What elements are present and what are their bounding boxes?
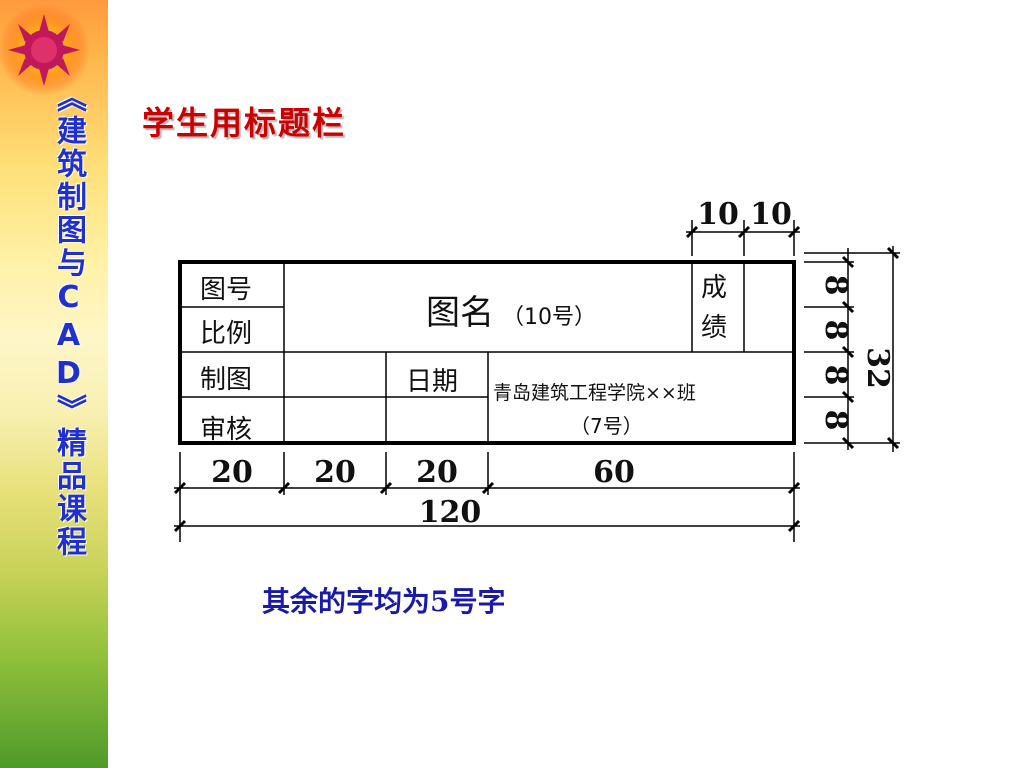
drawing-name-label: 图名 xyxy=(426,293,494,333)
dim-right-3: 8 xyxy=(818,365,853,386)
title-block-diagram: 图号 比例 制图 审核 图名 （10号） 成 绩 日期 青岛建筑工程学院××班 … xyxy=(173,197,900,542)
drawing-name-size: （10号） xyxy=(502,305,596,330)
dim-total-width: 120 xyxy=(419,495,482,530)
side-banner: 《建筑制图与CAD》精品课程 xyxy=(0,0,108,768)
scale-label: 比例 xyxy=(200,319,252,349)
checked-by-label: 审核 xyxy=(200,415,252,445)
title-block-grid xyxy=(180,262,794,443)
bottom-dimension-ticks xyxy=(173,481,801,533)
dim-bottom-4: 60 xyxy=(593,455,635,490)
dim-right-1: 8 xyxy=(818,275,853,296)
bottom-dimension-lines xyxy=(174,452,800,542)
slide-title: 学生用标题栏 xyxy=(142,104,347,142)
course-title: 《建筑制图与CAD》精品课程 xyxy=(51,82,86,559)
dim-top-2: 10 xyxy=(750,197,792,232)
dim-right-2: 8 xyxy=(818,320,853,341)
dim-bottom-3: 20 xyxy=(416,455,458,490)
dim-right-4: 8 xyxy=(818,410,853,431)
grade-label-1: 成 xyxy=(701,273,727,303)
dim-bottom-1: 20 xyxy=(211,455,253,490)
dim-bottom-2: 20 xyxy=(314,455,356,490)
sun-icon xyxy=(0,6,90,96)
school-class-size: （7号） xyxy=(570,414,643,438)
grade-label-2: 绩 xyxy=(701,313,727,343)
right-dimension-lines xyxy=(804,246,900,452)
drawn-by-label: 制图 xyxy=(200,365,252,395)
drawing-no-label: 图号 xyxy=(200,275,252,305)
right-dimension-ticks xyxy=(841,246,900,450)
school-class-label: 青岛建筑工程学院××班 xyxy=(493,382,696,404)
top-dimension-ticks xyxy=(685,225,801,239)
dim-top-1: 10 xyxy=(697,197,739,232)
date-label: 日期 xyxy=(406,367,458,397)
font-size-note: 其余的字均为5号字 xyxy=(262,585,506,618)
dim-total-height: 32 xyxy=(860,347,895,389)
